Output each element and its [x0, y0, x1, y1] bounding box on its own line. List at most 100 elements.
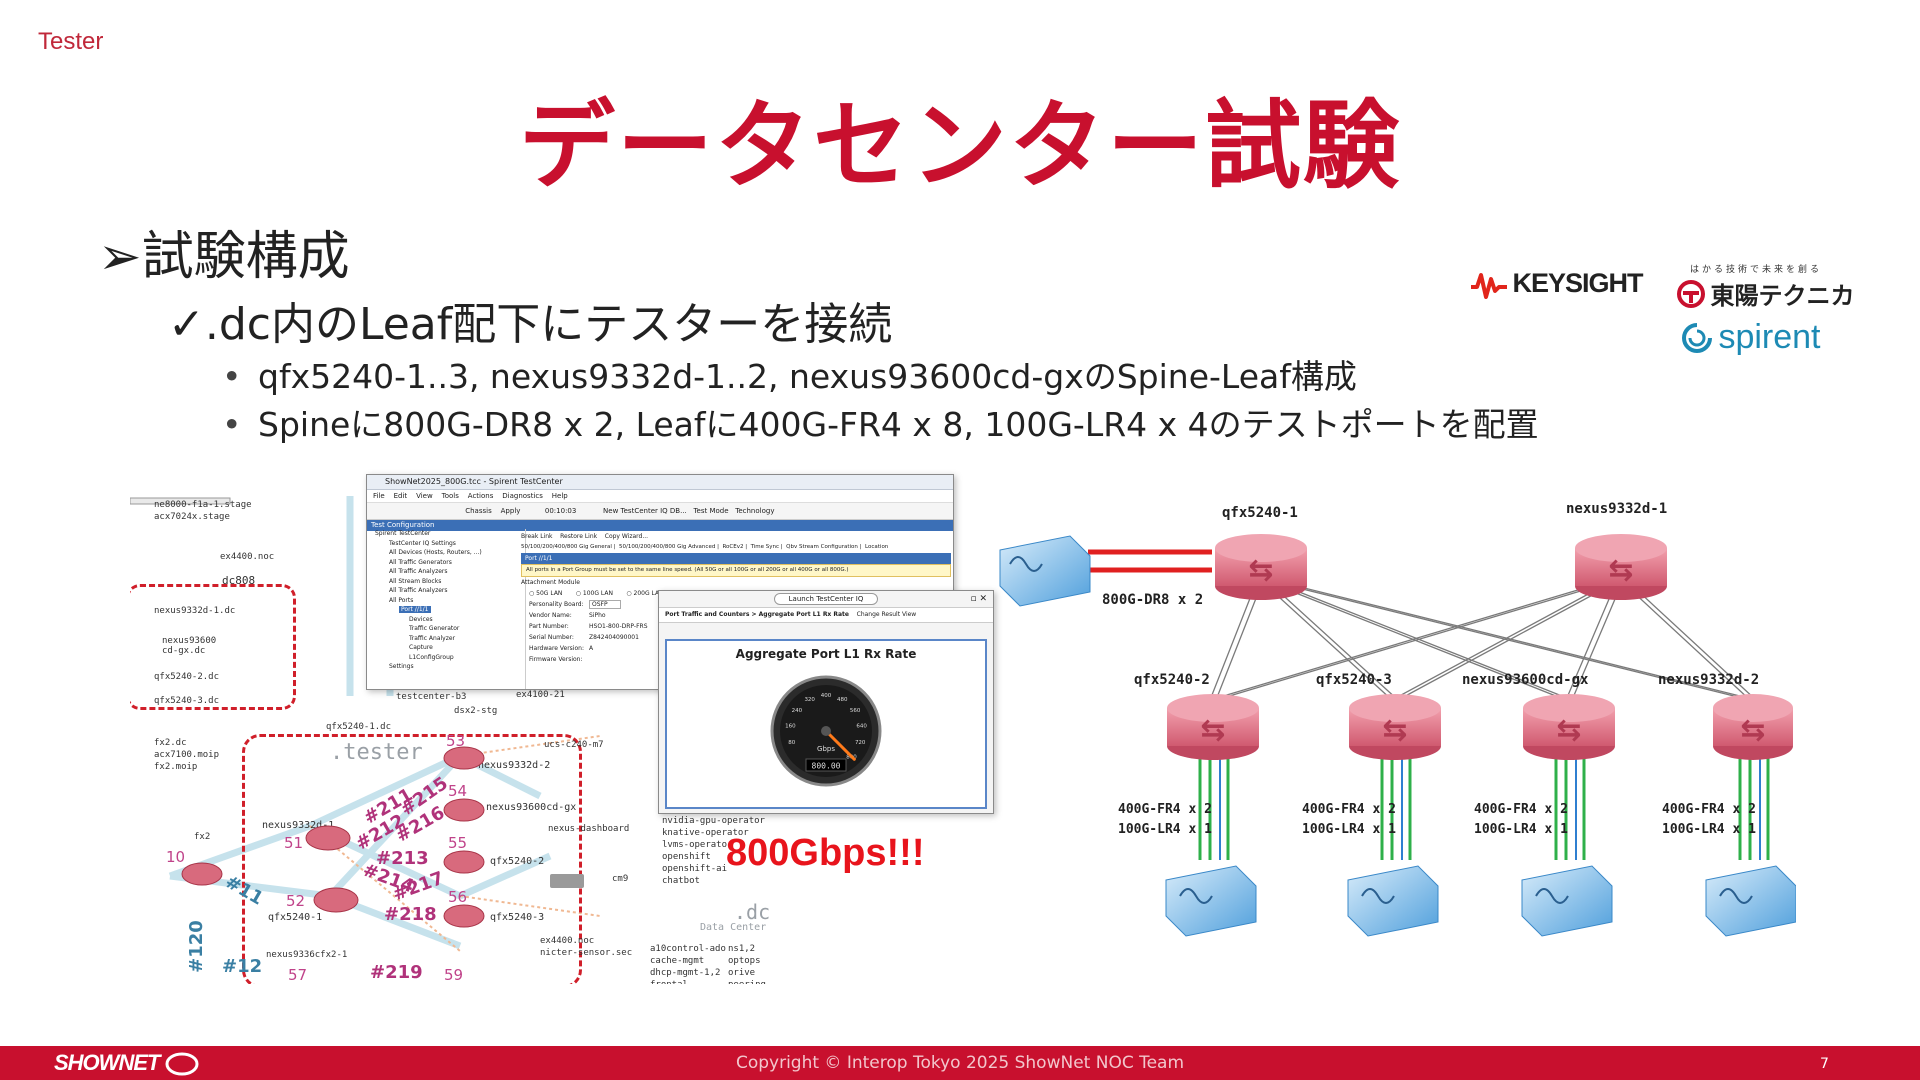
tab[interactable]: Time Sync	[750, 544, 780, 550]
gauge-title: Aggregate Port L1 Rx Rate	[735, 647, 917, 661]
map-app-label: lvms-operator	[662, 840, 733, 850]
new-iq-db-button[interactable]: New TestCenter IQ DB...	[603, 507, 687, 515]
tree-item[interactable]: Capture	[409, 644, 433, 651]
field-row: Personality Board:OSFP	[521, 599, 951, 610]
tree-item[interactable]: All Traffic Analyzers	[389, 587, 448, 594]
field-row: Hardware Version:A	[521, 643, 951, 654]
tree-item[interactable]: TestCenter IQ Settings	[389, 539, 456, 547]
test-mode-button[interactable]: Test Mode	[693, 507, 729, 515]
copyright: Copyright © Interop Tokyo 2025 ShowNet N…	[735, 1053, 1185, 1073]
speed-option[interactable]: 50G LAN	[536, 590, 563, 597]
tree-item[interactable]: L1ConfigGroup	[409, 653, 454, 661]
speed-note: All ports in a Port Group must be set to…	[521, 564, 951, 577]
copy-wizard-button[interactable]: Copy Wizard...	[604, 533, 649, 540]
shownet-logo-text: SHOWNET	[54, 1050, 160, 1075]
menu-item[interactable]: Tools	[441, 492, 459, 500]
toyo-logo-text: 東陽テクニカ	[1710, 283, 1855, 310]
menu-item[interactable]: View	[416, 492, 433, 500]
map-device-label: nexus-dashboard	[548, 824, 630, 834]
map-device-label: ucs-c240-m7	[544, 740, 604, 750]
arrow-bullet-icon: ➢	[98, 227, 142, 287]
port-line-400g: 400G-FR4 x 2	[1118, 802, 1212, 817]
iq-breadcrumb: Port Traffic and Counters > Aggregate Po…	[665, 611, 849, 618]
menu-item[interactable]: Diagnostics	[502, 492, 543, 500]
router-icon: ⇆	[1349, 694, 1441, 760]
leaf-label: qfx5240-2	[1134, 672, 1210, 688]
personality-board-select[interactable]: OSFP	[589, 600, 621, 609]
map-service-label: ns1,2	[728, 944, 756, 954]
maximize-icon[interactable]: ▫	[970, 594, 977, 604]
map-device-label: fx2	[194, 832, 211, 842]
chassis-button[interactable]: Chassis	[465, 507, 492, 515]
tree-item[interactable]: All Ports	[389, 596, 414, 604]
tree-item[interactable]: All Traffic Analyzers	[389, 568, 448, 575]
svg-text:⇆: ⇆	[1200, 713, 1225, 748]
restore-link-button[interactable]: Restore Link	[560, 533, 598, 540]
svg-text:⇆: ⇆	[1248, 553, 1273, 588]
gauge-tick-label: 400	[821, 693, 832, 699]
bullet-level3-item: •Spineに800G-DR8 x 2, Leafに400G-FR4 x 8, …	[222, 398, 1539, 446]
menu-item[interactable]: Actions	[467, 492, 494, 500]
field-value: HSO1-800-DRP-FRS	[589, 623, 648, 630]
map-device-label: qfx5240-2.dc	[154, 672, 220, 682]
port-line-100g: 100G-LR4 x 1	[1302, 822, 1396, 837]
spine-test-port-label: 800G-DR8 x 2	[1102, 592, 1204, 608]
tab[interactable]: RoCEv2	[722, 544, 744, 550]
bullet-level2: ✓.dc内のLeaf配下にテスターを接続	[168, 288, 892, 352]
svg-text:⇆: ⇆	[1382, 713, 1407, 748]
map-device-label: cm9	[612, 874, 629, 884]
port-config-panel: Break Link Restore Link Copy Wizard... 5…	[521, 531, 951, 665]
port-line-100g: 100G-LR4 x 1	[1662, 822, 1756, 837]
map-device-label: dsx2-stg	[454, 706, 498, 716]
map-node-number: 55	[448, 834, 468, 852]
tree-item[interactable]: Spirent TestCenter	[375, 530, 431, 537]
gauge-tick-label: 80	[788, 740, 795, 746]
speed-option[interactable]: 200G LAN	[633, 590, 664, 597]
tab[interactable]: 50/100/200/400/800 Gig General	[521, 544, 612, 550]
tree-item[interactable]: All Stream Blocks	[389, 577, 442, 585]
gauge-tick-label: 320	[804, 697, 815, 703]
spirent-logo-text: spirent	[1718, 318, 1821, 356]
menu-item[interactable]: Help	[551, 492, 568, 500]
router-icon	[443, 850, 485, 874]
map-device-label: qfx5240-3	[490, 912, 545, 923]
bullet-level3-item: •qfx5240-1..3, nexus9332d-1..2, nexus936…	[222, 350, 1357, 398]
tree-item[interactable]: Settings	[389, 663, 414, 670]
testcenter-toolbar: Chassis Apply 00:10:03 New TestCenter IQ…	[367, 503, 953, 520]
map-service-label: dhcp-mgmt-1,2	[650, 968, 721, 978]
router-icon	[305, 825, 351, 851]
tree-item[interactable]: All Traffic Generators	[389, 558, 452, 566]
map-device-label: qfx5240-3.dc	[154, 696, 220, 706]
menu-item[interactable]: Edit	[393, 492, 408, 500]
dc-area-sublabel: Data Center	[700, 922, 767, 933]
close-icon[interactable]: ✕	[979, 594, 987, 604]
speed-option[interactable]: 100G LAN	[582, 590, 614, 597]
map-device-label: qfx5240-2	[490, 856, 545, 867]
tab[interactable]: Location	[865, 544, 889, 550]
technology-button[interactable]: Technology	[735, 507, 775, 515]
break-link-button[interactable]: Break Link	[521, 533, 553, 540]
menu-item[interactable]: File	[373, 492, 385, 500]
apply-button[interactable]: Apply	[500, 507, 521, 515]
spine-leaf-group-highlight	[242, 734, 582, 984]
map-app-label: knative-operator	[662, 828, 749, 838]
tree-item[interactable]: Traffic Analyzer	[409, 634, 456, 642]
leaf-test-links	[1198, 758, 1770, 860]
map-service-label: frontal	[650, 980, 688, 984]
testcenter-iq-window[interactable]: Launch TestCenter IQ ▫ ✕ Port Traffic an…	[658, 590, 994, 814]
tree-item[interactable]: Devices	[409, 615, 433, 623]
tab[interactable]: 50/100/200/400/800 Gig Advanced	[618, 544, 716, 550]
tree-item[interactable]: Traffic Generator	[409, 625, 460, 632]
field-label: Part Number:	[529, 623, 569, 630]
tree-item[interactable]: All Devices (Hosts, Routers, ...)	[389, 549, 482, 556]
launch-iq-button[interactable]: Launch TestCenter IQ	[773, 593, 879, 605]
router-icon: ⇆	[1713, 694, 1793, 760]
tree-item-selected[interactable]: Port //1/1	[399, 606, 431, 613]
gauge-tick-label: 560	[850, 708, 861, 714]
map-device-label: nexus9332d-1	[262, 820, 335, 831]
change-view-button[interactable]: Change Result View	[856, 611, 917, 618]
tab[interactable]: Qbv Stream Configuration	[786, 544, 858, 550]
map-device-label: fx2.dc	[154, 738, 187, 748]
